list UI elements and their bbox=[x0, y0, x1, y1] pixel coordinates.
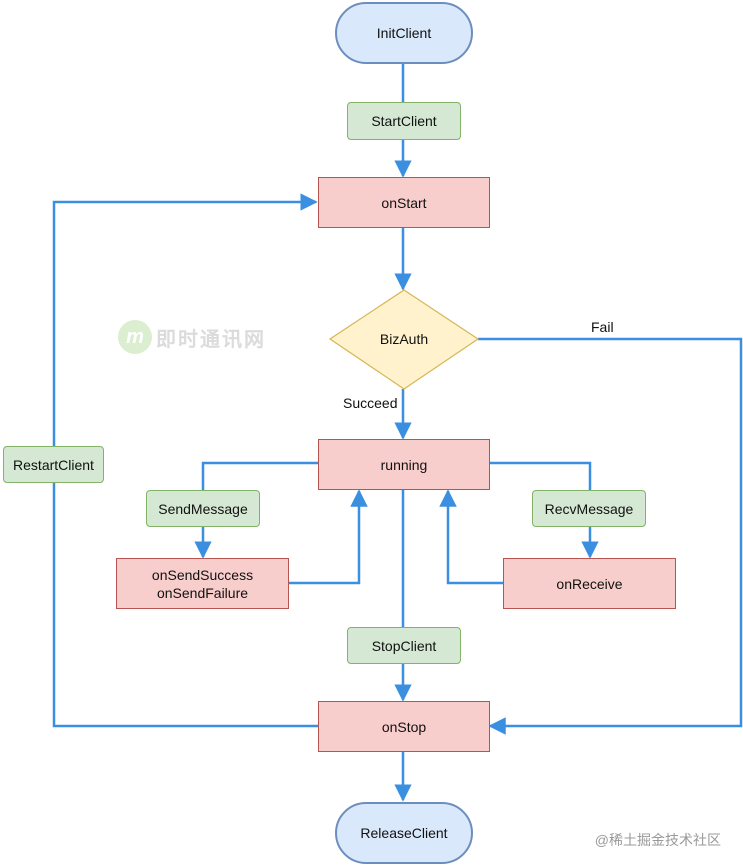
label-fail: Fail bbox=[591, 319, 614, 335]
node-restart-client: RestartClient bbox=[3, 446, 104, 483]
node-start-client: StartClient bbox=[347, 102, 461, 140]
edge-send-back bbox=[289, 489, 368, 585]
node-running: running bbox=[318, 439, 490, 490]
edge-recv-back bbox=[439, 489, 503, 585]
node-on-receive: onReceive bbox=[503, 558, 676, 609]
node-release-client: ReleaseClient bbox=[335, 802, 473, 864]
watermark-text: 即时通讯网 bbox=[156, 328, 266, 351]
edge-fail-to-stop bbox=[478, 337, 743, 735]
node-biz-auth: BizAuth bbox=[379, 331, 429, 347]
watermark-logo: m bbox=[118, 320, 152, 354]
node-init-client: InitClient bbox=[335, 2, 473, 64]
node-on-stop: onStop bbox=[318, 701, 490, 752]
node-recv-message: RecvMessage bbox=[532, 490, 646, 527]
node-send-message: SendMessage bbox=[146, 490, 260, 527]
label-succeed: Succeed bbox=[343, 395, 398, 411]
node-stop-client: StopClient bbox=[347, 627, 461, 664]
bizauth-diamond bbox=[328, 289, 480, 390]
node-on-start: onStart bbox=[318, 177, 490, 228]
watermark: m 即时通讯网 bbox=[118, 320, 266, 354]
node-on-send-result: onSendSuccess onSendFailure bbox=[116, 558, 289, 609]
footer-watermark: @稀土掘金技术社区 bbox=[594, 832, 721, 848]
